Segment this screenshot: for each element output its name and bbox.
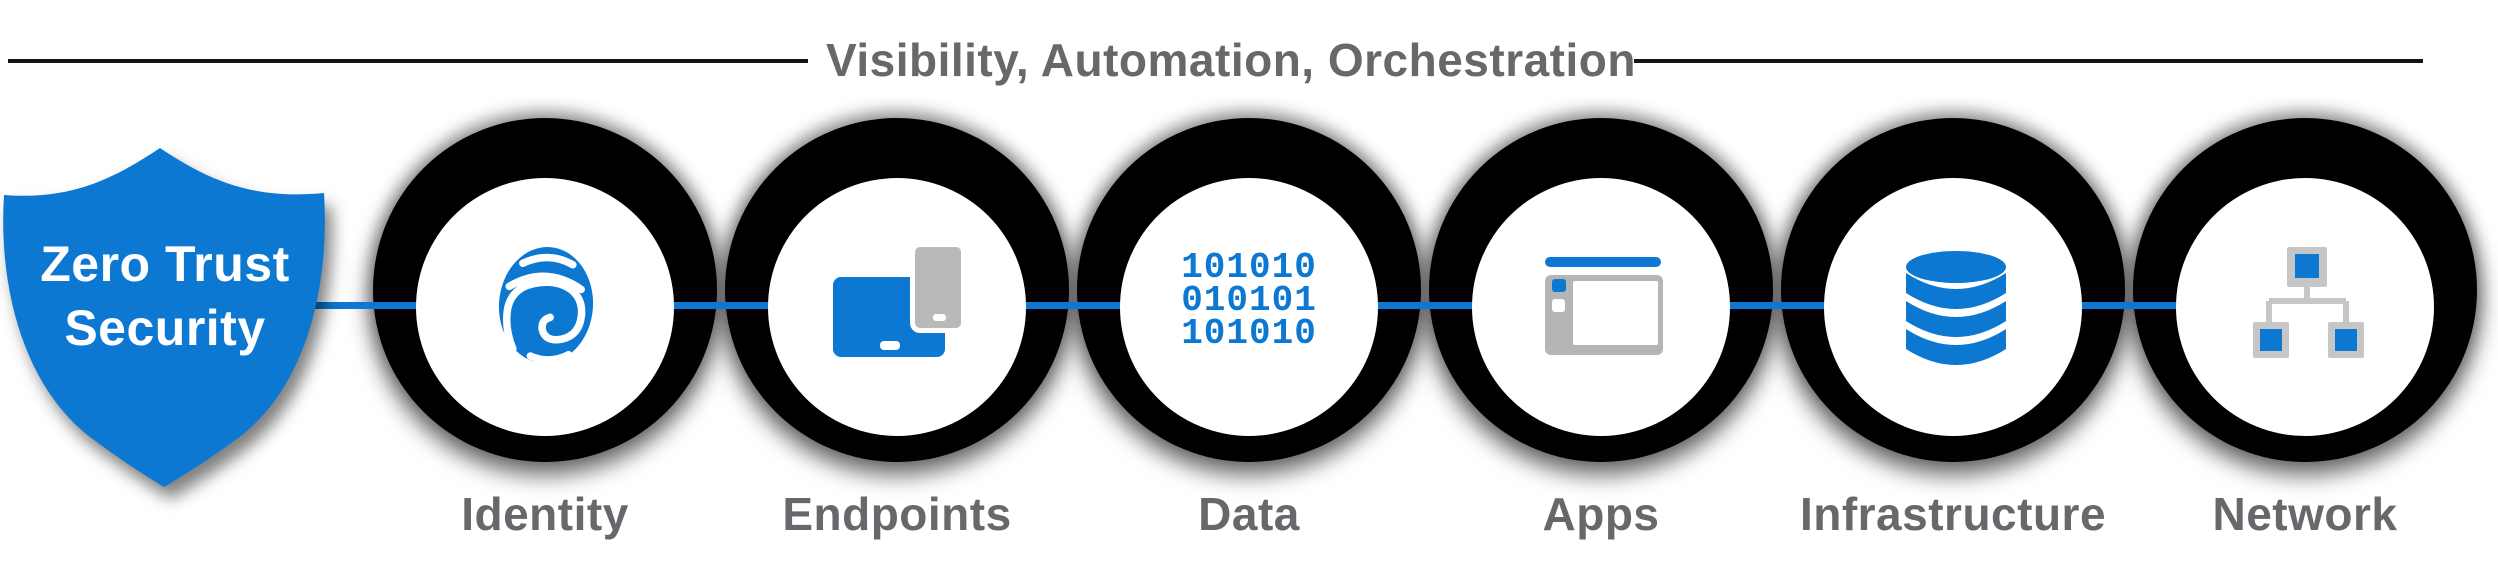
network-topology-icon [2253, 247, 2364, 358]
header-rule-left [8, 59, 808, 63]
node-label-endpoints: Endpoints [782, 488, 1012, 540]
binary-row: 101010 [1181, 313, 1317, 354]
window-menu-square-white [1552, 299, 1565, 312]
node-label-network: Network [2212, 488, 2398, 540]
window-menu-square-blue [1552, 279, 1566, 292]
shield-title-line1: Zero Trust [40, 236, 290, 292]
binary-row: 010101 [1181, 280, 1317, 321]
binary-row: 101010 [1181, 247, 1317, 288]
window-content [1573, 281, 1658, 345]
node-label-apps: Apps [1542, 488, 1660, 540]
fingerprint-icon [498, 247, 594, 364]
shield-icon [3, 148, 325, 487]
laptop-and-phone-icon [825, 240, 975, 360]
network-disc [2176, 178, 2434, 436]
database-icon [1906, 251, 2006, 365]
shield-title-line2: Security [64, 300, 266, 356]
binary-code-icon: 101010 010101 101010 [1164, 247, 1334, 354]
app-window-icon [1540, 250, 1670, 360]
node-label-identity: Identity [461, 488, 629, 540]
header-title: Visibility, Automation, Orchestration [826, 34, 1636, 86]
node-label-infrastructure: Infrastructure [1799, 488, 2107, 540]
laptop-trackpad [880, 341, 900, 350]
phone-home-bar [933, 314, 946, 321]
window-title-bar [1545, 257, 1661, 267]
node-label-data: Data [1198, 488, 1300, 540]
shield-title: Zero Trust Security [0, 232, 330, 360]
header-rule-right [1634, 59, 2423, 63]
data-disc [1120, 178, 1378, 436]
